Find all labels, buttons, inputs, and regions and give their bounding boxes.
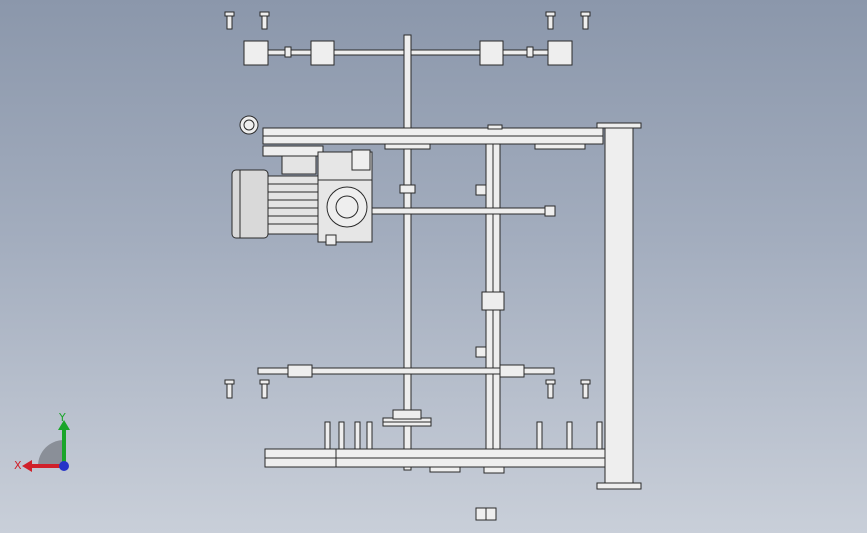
- lower-bolt[interactable]: [545, 379, 556, 399]
- lower-bolt[interactable]: [224, 379, 235, 399]
- bearing-block[interactable]: [479, 40, 504, 66]
- shaft-collar[interactable]: [399, 184, 416, 194]
- bearing-block[interactable]: [310, 40, 335, 66]
- top-bolt[interactable]: [259, 11, 270, 30]
- middle-cross-shaft[interactable]: [369, 207, 551, 215]
- bottom-flange-bearing[interactable]: [382, 409, 432, 427]
- top-bolt[interactable]: [580, 11, 591, 30]
- frame-right-column[interactable]: [604, 122, 634, 489]
- top-end-block-left[interactable]: [243, 40, 269, 66]
- motor-gearbox-assembly[interactable]: [231, 145, 373, 246]
- vertical-center-shaft[interactable]: [403, 34, 412, 471]
- top-end-block-right[interactable]: [547, 40, 573, 66]
- y-axis-label: Y: [58, 411, 66, 424]
- z-axis-dot: [59, 461, 69, 471]
- loose-nut[interactable]: [239, 115, 259, 135]
- shaft-clip[interactable]: [526, 46, 534, 58]
- x-axis-label: X: [14, 459, 22, 472]
- shaft-clip[interactable]: [284, 46, 292, 58]
- bottom-posts[interactable]: [324, 421, 603, 450]
- lower-bolt[interactable]: [580, 379, 591, 399]
- top-bolt[interactable]: [224, 11, 235, 30]
- electric-motor[interactable]: [231, 169, 269, 239]
- lower-bolt[interactable]: [259, 379, 270, 399]
- top-bolt[interactable]: [545, 11, 556, 30]
- lower-cross-shaft[interactable]: [257, 367, 555, 375]
- coordinate-triad: Y X: [14, 411, 70, 472]
